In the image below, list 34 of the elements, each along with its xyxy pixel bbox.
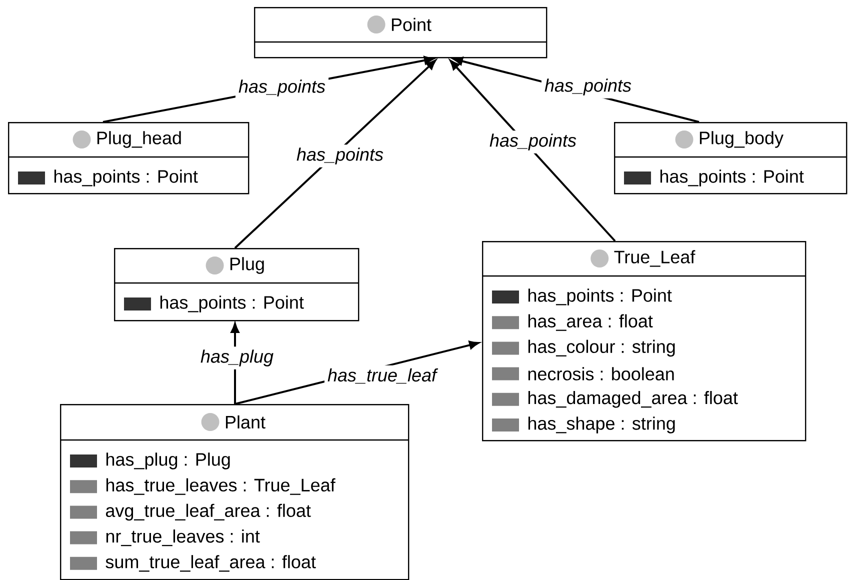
edge-label: has_points bbox=[541, 76, 635, 98]
class-name: Plant bbox=[226, 415, 266, 429]
class-box bbox=[114, 248, 360, 322]
arrow bbox=[450, 60, 616, 242]
edge-label: has_plug bbox=[197, 346, 277, 370]
class-name: Plug_body bbox=[700, 131, 784, 148]
edge-label: has_true_leaf bbox=[324, 365, 440, 387]
class-box bbox=[60, 404, 410, 580]
attribute: has_points : Point bbox=[54, 170, 198, 186]
attribute: has_shape : string bbox=[528, 416, 675, 434]
attribute: sum_true_leaf_area : float bbox=[106, 555, 316, 572]
attribute: has_area : float bbox=[528, 314, 653, 331]
class-box bbox=[8, 122, 250, 194]
attribute: has_damaged_area : float bbox=[528, 391, 738, 408]
attribute: has_points : Point bbox=[528, 288, 672, 306]
attribute: has_colour : string bbox=[528, 340, 675, 357]
edge-label: has_points bbox=[486, 130, 580, 154]
attribute: nr_true_leaves : int bbox=[106, 529, 260, 546]
attribute: has_points : Point bbox=[660, 170, 804, 186]
edge-label: has_points bbox=[293, 144, 387, 168]
class-box bbox=[254, 7, 548, 58]
edge-label: has_points bbox=[235, 76, 329, 100]
attribute: has_plug : Plug bbox=[106, 452, 230, 470]
class-name: True_Leaf bbox=[614, 250, 696, 267]
attribute: has_true_leaves : True_Leaf bbox=[106, 478, 336, 495]
class-box bbox=[614, 122, 848, 194]
attribute: has_points : Point bbox=[160, 296, 304, 312]
class-name: Plug bbox=[230, 257, 264, 274]
attribute: necrosis : boolean bbox=[528, 367, 674, 380]
attribute: avg_true_leaf_area : float bbox=[106, 504, 311, 521]
class-box bbox=[482, 241, 806, 442]
class-name: Point bbox=[392, 18, 432, 32]
class-name: Plug_head bbox=[97, 131, 181, 148]
arrow bbox=[234, 60, 436, 249]
